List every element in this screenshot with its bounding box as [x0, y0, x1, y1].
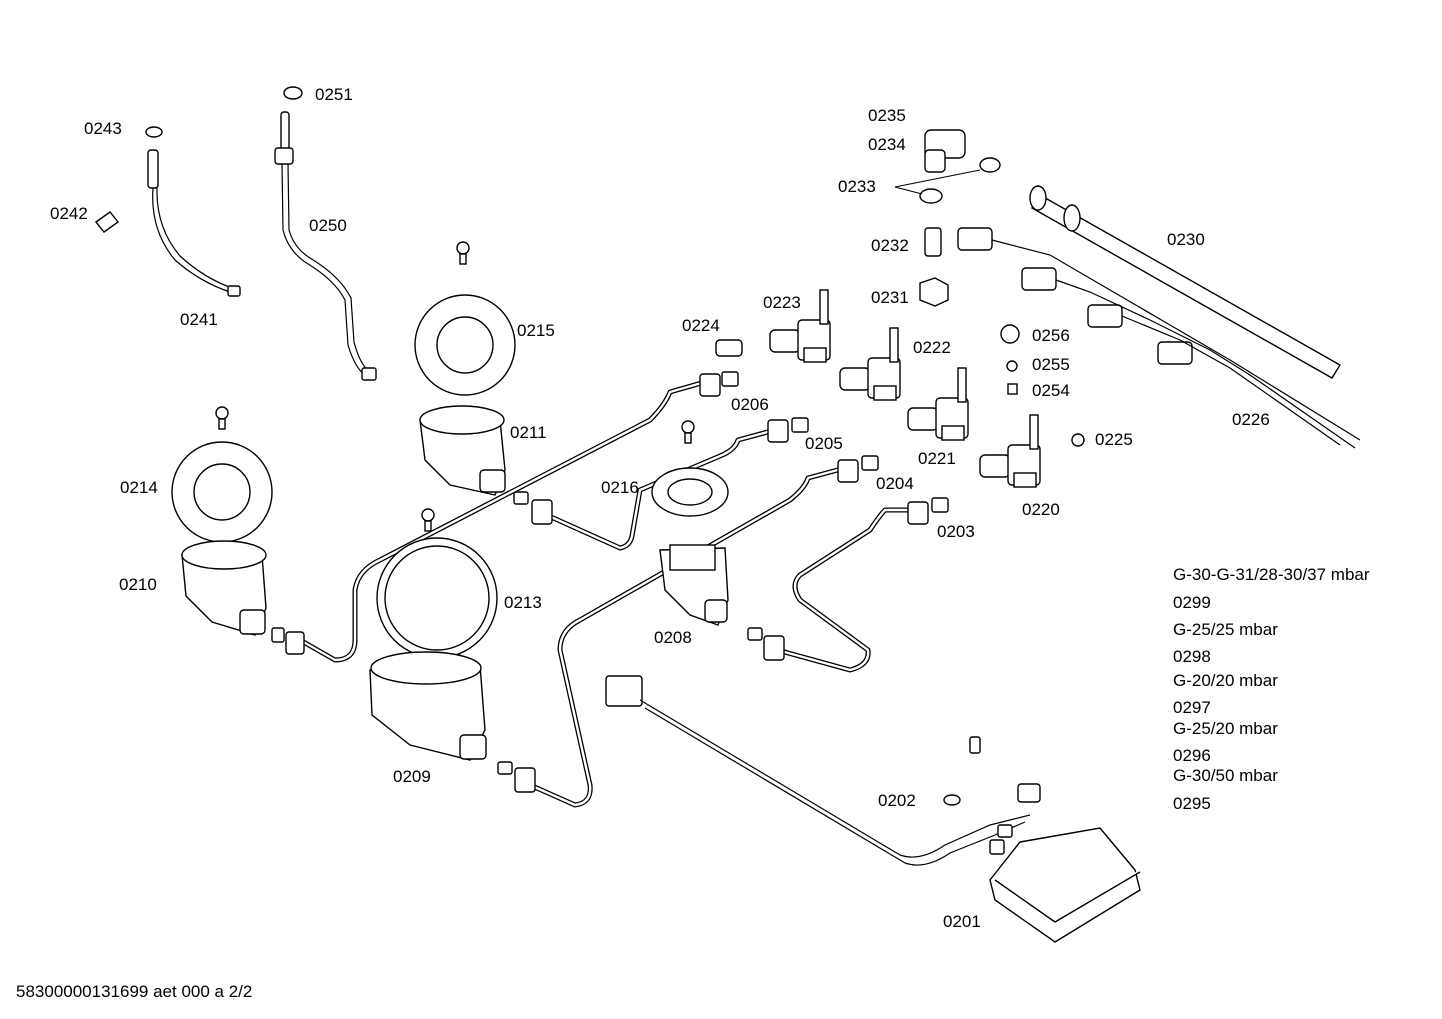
- label-0210: 0210: [119, 575, 157, 594]
- label-0242: 0242: [50, 204, 88, 223]
- gas-valves: [715, 289, 1041, 488]
- gas-variant-code: 0296: [1173, 746, 1211, 765]
- label-0205: 0205: [805, 434, 843, 453]
- label-0225: 0225: [1095, 430, 1133, 449]
- label-0220: 0220: [1022, 500, 1060, 519]
- document-footer: 58300000131699 aet 000 a 2/2: [16, 982, 253, 1001]
- label-0241: 0241: [180, 310, 218, 329]
- label-0255: 0255: [1032, 355, 1070, 374]
- gas-pipes: [297, 379, 921, 808]
- label-0256: 0256: [1032, 326, 1070, 345]
- label-0201: 0201: [943, 912, 981, 931]
- label-0224: 0224: [682, 316, 720, 335]
- electrode-probes: [94, 86, 377, 381]
- gas-variant-code: 0295: [1173, 794, 1211, 813]
- elbow-fittings: [894, 129, 1085, 447]
- label-0250: 0250: [309, 216, 347, 235]
- label-0214: 0214: [120, 478, 158, 497]
- label-0223: 0223: [763, 293, 801, 312]
- gas-variant-spec: G-25/20 mbar: [1173, 719, 1278, 738]
- label-0213: 0213: [504, 593, 542, 612]
- gas-variant-spec: G-30-G-31/28-30/37 mbar: [1173, 565, 1370, 584]
- label-0211: 0211: [510, 423, 547, 442]
- gas-variant-code: 0298: [1173, 647, 1211, 666]
- label-0230: 0230: [1167, 230, 1205, 249]
- label-0243: 0243: [84, 119, 122, 138]
- label-0235: 0235: [868, 106, 906, 125]
- label-0206: 0206: [731, 395, 769, 414]
- ignition-harness: [605, 675, 1141, 943]
- label-0232: 0232: [871, 236, 909, 255]
- pipe-fittings: [271, 371, 949, 793]
- label-0202: 0202: [878, 791, 916, 810]
- label-0233: 0233: [838, 177, 876, 196]
- thermocouple-wiring: [957, 227, 1361, 449]
- label-0234: 0234: [868, 135, 906, 154]
- gas-variant-code: 0299: [1173, 593, 1211, 612]
- label-0208: 0208: [654, 628, 692, 647]
- label-0209: 0209: [393, 767, 431, 786]
- label-0226: 0226: [1232, 410, 1270, 429]
- label-0231: 0231: [871, 288, 909, 307]
- label-0203: 0203: [937, 522, 975, 541]
- label-0216: 0216: [601, 478, 639, 497]
- gas-variant-spec: G-25/25 mbar: [1173, 620, 1278, 639]
- gas-manifold: [1029, 185, 1341, 379]
- label-0251: 0251: [315, 85, 353, 104]
- label-0221: 0221: [918, 449, 956, 468]
- label-0222: 0222: [913, 338, 951, 357]
- gas-variant-spec: G-20/20 mbar: [1173, 671, 1278, 690]
- gas-variant-code: 0297: [1173, 698, 1211, 717]
- burner-bodies: [181, 405, 729, 761]
- label-0215: 0215: [517, 321, 555, 340]
- gas-variant-spec: G-30/50 mbar: [1173, 766, 1278, 785]
- label-0254: 0254: [1032, 381, 1070, 400]
- screws: [215, 241, 695, 532]
- label-0204: 0204: [876, 474, 914, 493]
